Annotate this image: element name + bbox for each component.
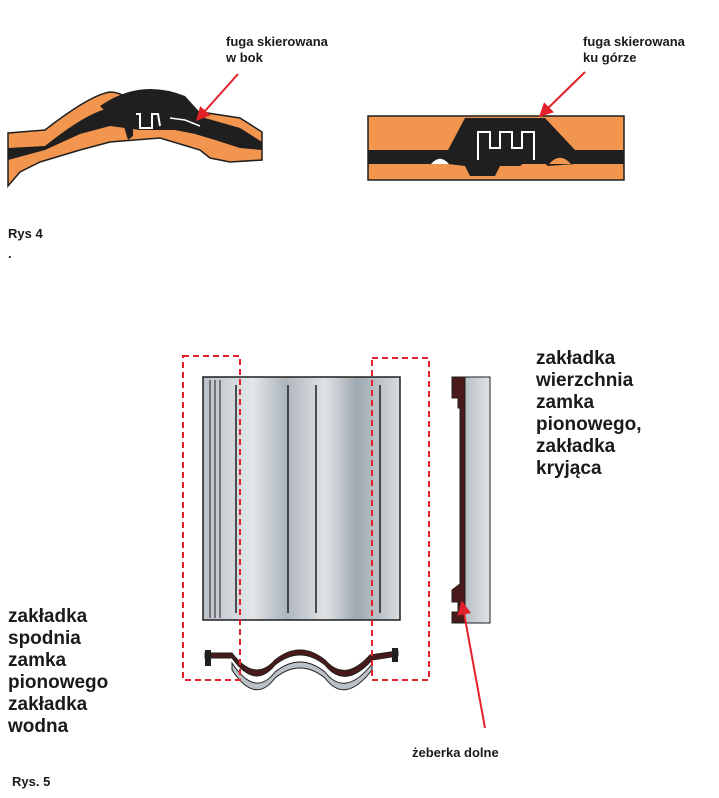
arrow-side-joint — [196, 73, 239, 122]
label-side-joint: fuga skierowana w bok — [225, 34, 332, 65]
dashed-box-left — [182, 355, 241, 681]
tile-front-view — [202, 376, 401, 621]
caption-figure-4: Rys 4 — [8, 226, 43, 241]
arrow-up-joint — [538, 71, 586, 117]
label-bottom-lap: zakładka spodnia zamka pionowego zakładk… — [7, 606, 114, 737]
arrow-bottom-ribs — [457, 600, 486, 729]
joint-section-side — [7, 88, 263, 189]
label-bottom-ribs: żeberka dolne — [412, 745, 499, 760]
joint-section-up — [367, 115, 625, 181]
tile-profile-bottom — [204, 648, 399, 691]
caption-figure-5: Rys. 5 — [12, 774, 50, 789]
tile-side-view — [451, 376, 491, 624]
caption-figure-4-dot: . — [8, 246, 12, 261]
label-top-lap: zakładka wierzchnia zamka pionowego, zak… — [535, 348, 647, 479]
label-up-joint: fuga skierowana ku górze — [583, 34, 689, 65]
